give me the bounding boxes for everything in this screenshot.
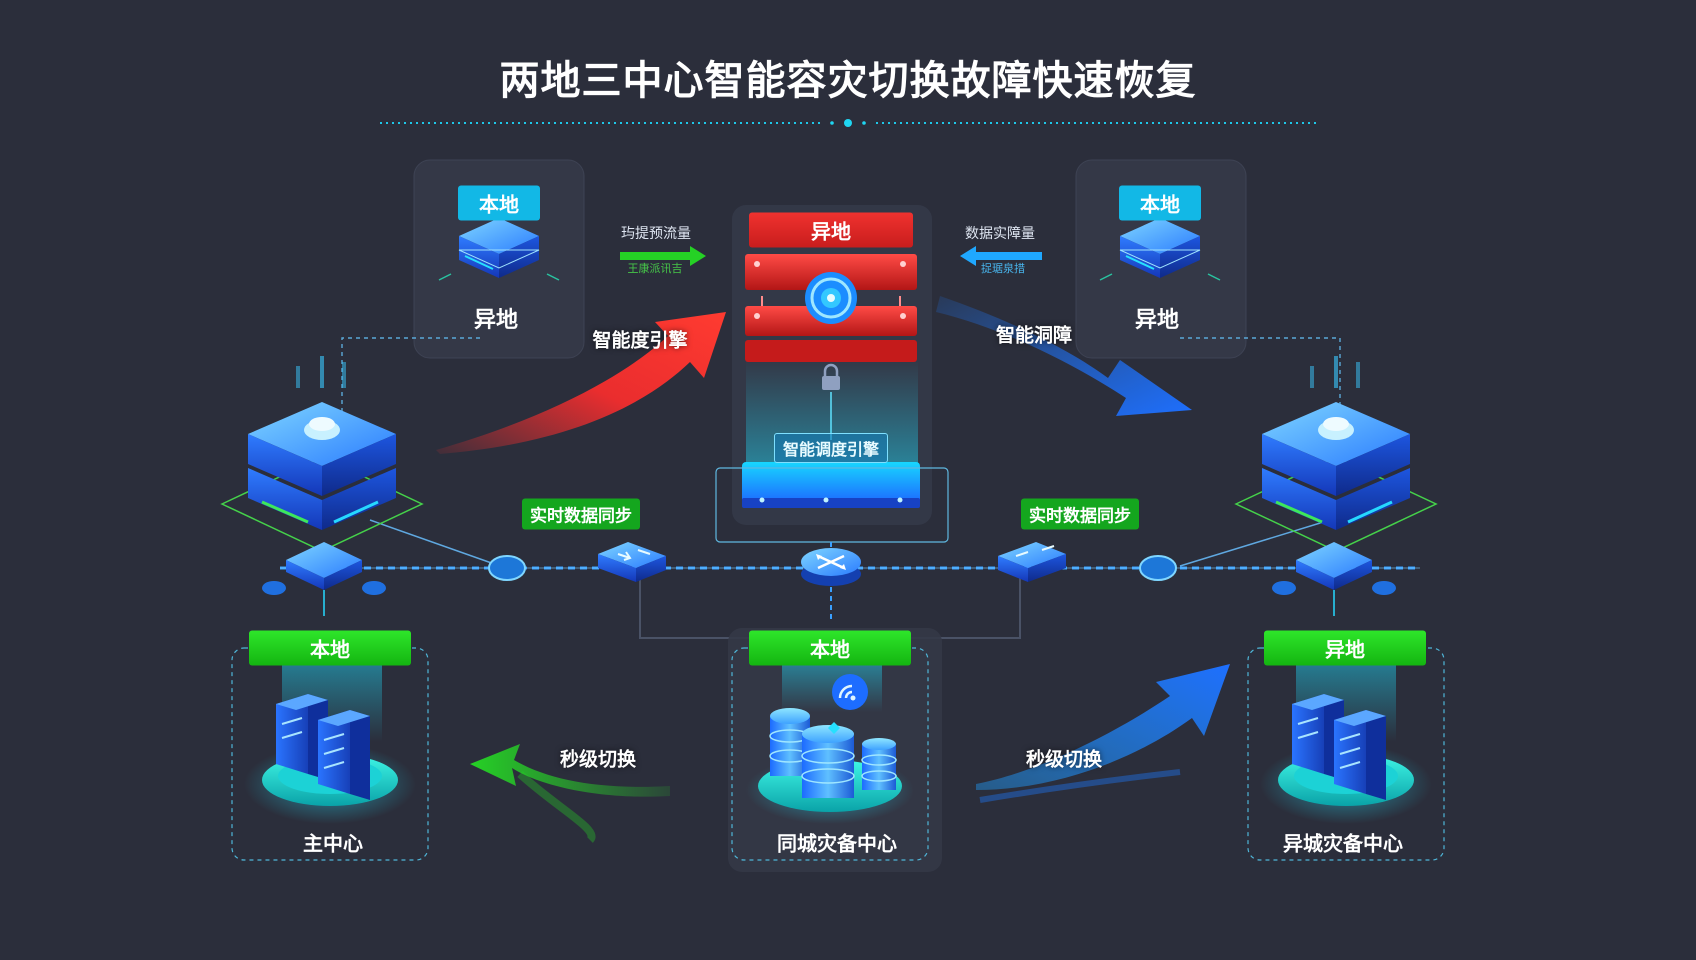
network-switch-icon xyxy=(998,542,1066,582)
title-divider xyxy=(380,119,1316,127)
bottom-right-tag: 异地 xyxy=(1264,630,1426,666)
router-icon xyxy=(801,548,861,586)
switch-right-label: 秒级切换 xyxy=(1025,748,1103,771)
bottom-left-name: 主中心 xyxy=(303,831,363,856)
arrow-green xyxy=(470,744,670,843)
top-right-note-arrow xyxy=(960,246,1042,266)
bottom-right-name: 异城灾备中心 xyxy=(1283,831,1403,856)
bottom-left-panel xyxy=(231,647,429,861)
server-stack-icon xyxy=(438,218,560,281)
center-hub-icon xyxy=(805,272,857,324)
top-left-note-arrow xyxy=(620,246,706,266)
lock-icon xyxy=(822,363,840,390)
access-switch-icon xyxy=(262,542,386,616)
bottom-right-panel xyxy=(1247,647,1445,861)
sync-right-badge: 实时数据同步 xyxy=(1021,498,1139,530)
top-right-tag: 本地 xyxy=(1119,185,1201,221)
arrow-blue-top xyxy=(936,296,1192,416)
page-title: 两地三中心智能容灾切换故障快速恢复 xyxy=(499,58,1197,104)
arrow-red xyxy=(436,312,726,454)
engine-label: 智能调度引擎 xyxy=(773,433,889,463)
link-node xyxy=(488,555,1177,581)
top-right-note-line2: 捉琚泉措 xyxy=(981,262,1025,275)
access-switch-icon xyxy=(1272,542,1396,616)
server-cube-icon xyxy=(220,356,424,552)
bottom-left-tag: 本地 xyxy=(249,630,411,666)
top-left-node-name: 异地 xyxy=(473,308,519,333)
server-cube-icon xyxy=(1234,356,1438,552)
center-tag: 异地 xyxy=(749,212,913,248)
arrow-blue-bottom xyxy=(976,664,1230,803)
bottom-mid-tag: 本地 xyxy=(749,630,911,666)
arrow-blue-top-label: 智能洞障 xyxy=(995,324,1073,347)
bottom-mid-name: 同城灾备中心 xyxy=(777,831,897,856)
network-switch-icon xyxy=(598,542,666,582)
top-right-node-name: 异地 xyxy=(1134,308,1180,333)
top-left-note-line1: 玙提预流量 xyxy=(621,226,691,242)
wifi-signal-icon xyxy=(828,674,868,734)
server-cabinet-icon xyxy=(244,694,416,824)
top-right-note-line1: 数据实障量 xyxy=(965,226,1035,242)
engine-base xyxy=(742,462,920,508)
top-left-connector xyxy=(341,337,480,420)
database-cylinders-icon xyxy=(746,708,914,824)
server-stack-icon xyxy=(1099,218,1221,281)
server-cabinet-icon xyxy=(1260,694,1432,824)
bottom-mid-frame xyxy=(731,647,929,861)
top-right-connector xyxy=(1180,337,1341,420)
top-left-note-line2: 王康派讯吉 xyxy=(627,262,683,275)
top-left-tag: 本地 xyxy=(458,185,540,221)
sync-left-badge: 实时数据同步 xyxy=(522,498,640,530)
switch-left-label: 秒级切换 xyxy=(559,748,637,771)
arrow-red-label: 智能度引擎 xyxy=(592,329,688,352)
